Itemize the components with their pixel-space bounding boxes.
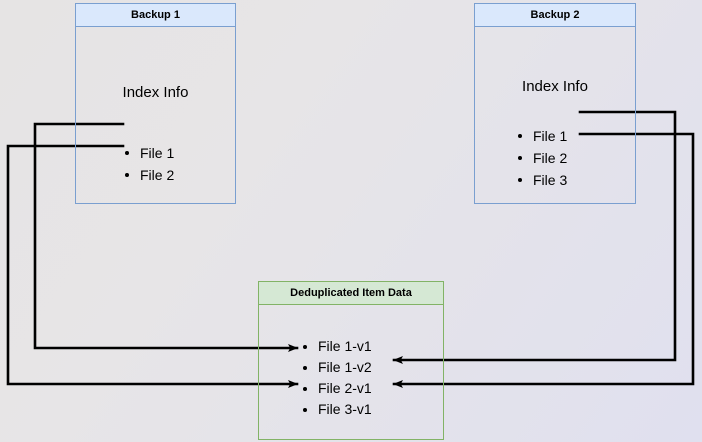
list-item: File 2 bbox=[124, 164, 174, 186]
node-dedup-store[interactable]: Deduplicated Item Data File 1-v1 File 1-… bbox=[258, 281, 444, 440]
list-item: File 3-v1 bbox=[302, 399, 372, 420]
node-backup-2-body: Index Info File 1 File 2 File 3 bbox=[474, 27, 636, 204]
node-backup-1-header: Backup 1 bbox=[75, 3, 236, 27]
node-backup-2-title: Backup 2 bbox=[530, 8, 580, 21]
list-item: File 2 bbox=[517, 147, 567, 169]
list-item: File 1-v1 bbox=[302, 336, 372, 357]
node-dedup-store-title: Deduplicated Item Data bbox=[290, 286, 412, 299]
list-item: File 1-v2 bbox=[302, 357, 372, 378]
node-backup-2-header: Backup 2 bbox=[474, 3, 636, 27]
list-item: File 2-v1 bbox=[302, 378, 372, 399]
connector-b2-file1-to-file1v2 bbox=[392, 110, 677, 364]
node-backup-1-body: Index Info File 1 File 2 bbox=[75, 27, 236, 204]
connector-b1-file1-to-file1v1 bbox=[33, 122, 299, 352]
node-backup-2[interactable]: Backup 2 Index Info File 1 File 2 File 3 bbox=[474, 3, 636, 204]
list-item: File 1 bbox=[517, 125, 567, 147]
list-item: File 3 bbox=[517, 169, 567, 191]
node-backup-1-subtitle: Index Info bbox=[122, 84, 189, 101]
node-dedup-store-header: Deduplicated Item Data bbox=[258, 281, 444, 305]
node-dedup-store-item-list: File 1-v1 File 1-v2 File 2-v1 File 3-v1 bbox=[302, 336, 372, 420]
connector-b1-file2-to-file2v1 bbox=[6, 144, 299, 388]
node-backup-1-title: Backup 1 bbox=[131, 8, 180, 21]
node-backup-1-file-list: File 1 File 2 bbox=[124, 142, 174, 186]
node-backup-2-subtitle: Index Info bbox=[522, 78, 588, 95]
node-dedup-store-body: File 1-v1 File 1-v2 File 2-v1 File 3-v1 bbox=[258, 305, 444, 440]
node-backup-2-file-list: File 1 File 2 File 3 bbox=[517, 125, 567, 191]
node-backup-1[interactable]: Backup 1 Index Info File 1 File 2 bbox=[75, 3, 236, 204]
connector-b2-file2-to-file2v1 bbox=[392, 132, 695, 388]
list-item: File 1 bbox=[124, 142, 174, 164]
